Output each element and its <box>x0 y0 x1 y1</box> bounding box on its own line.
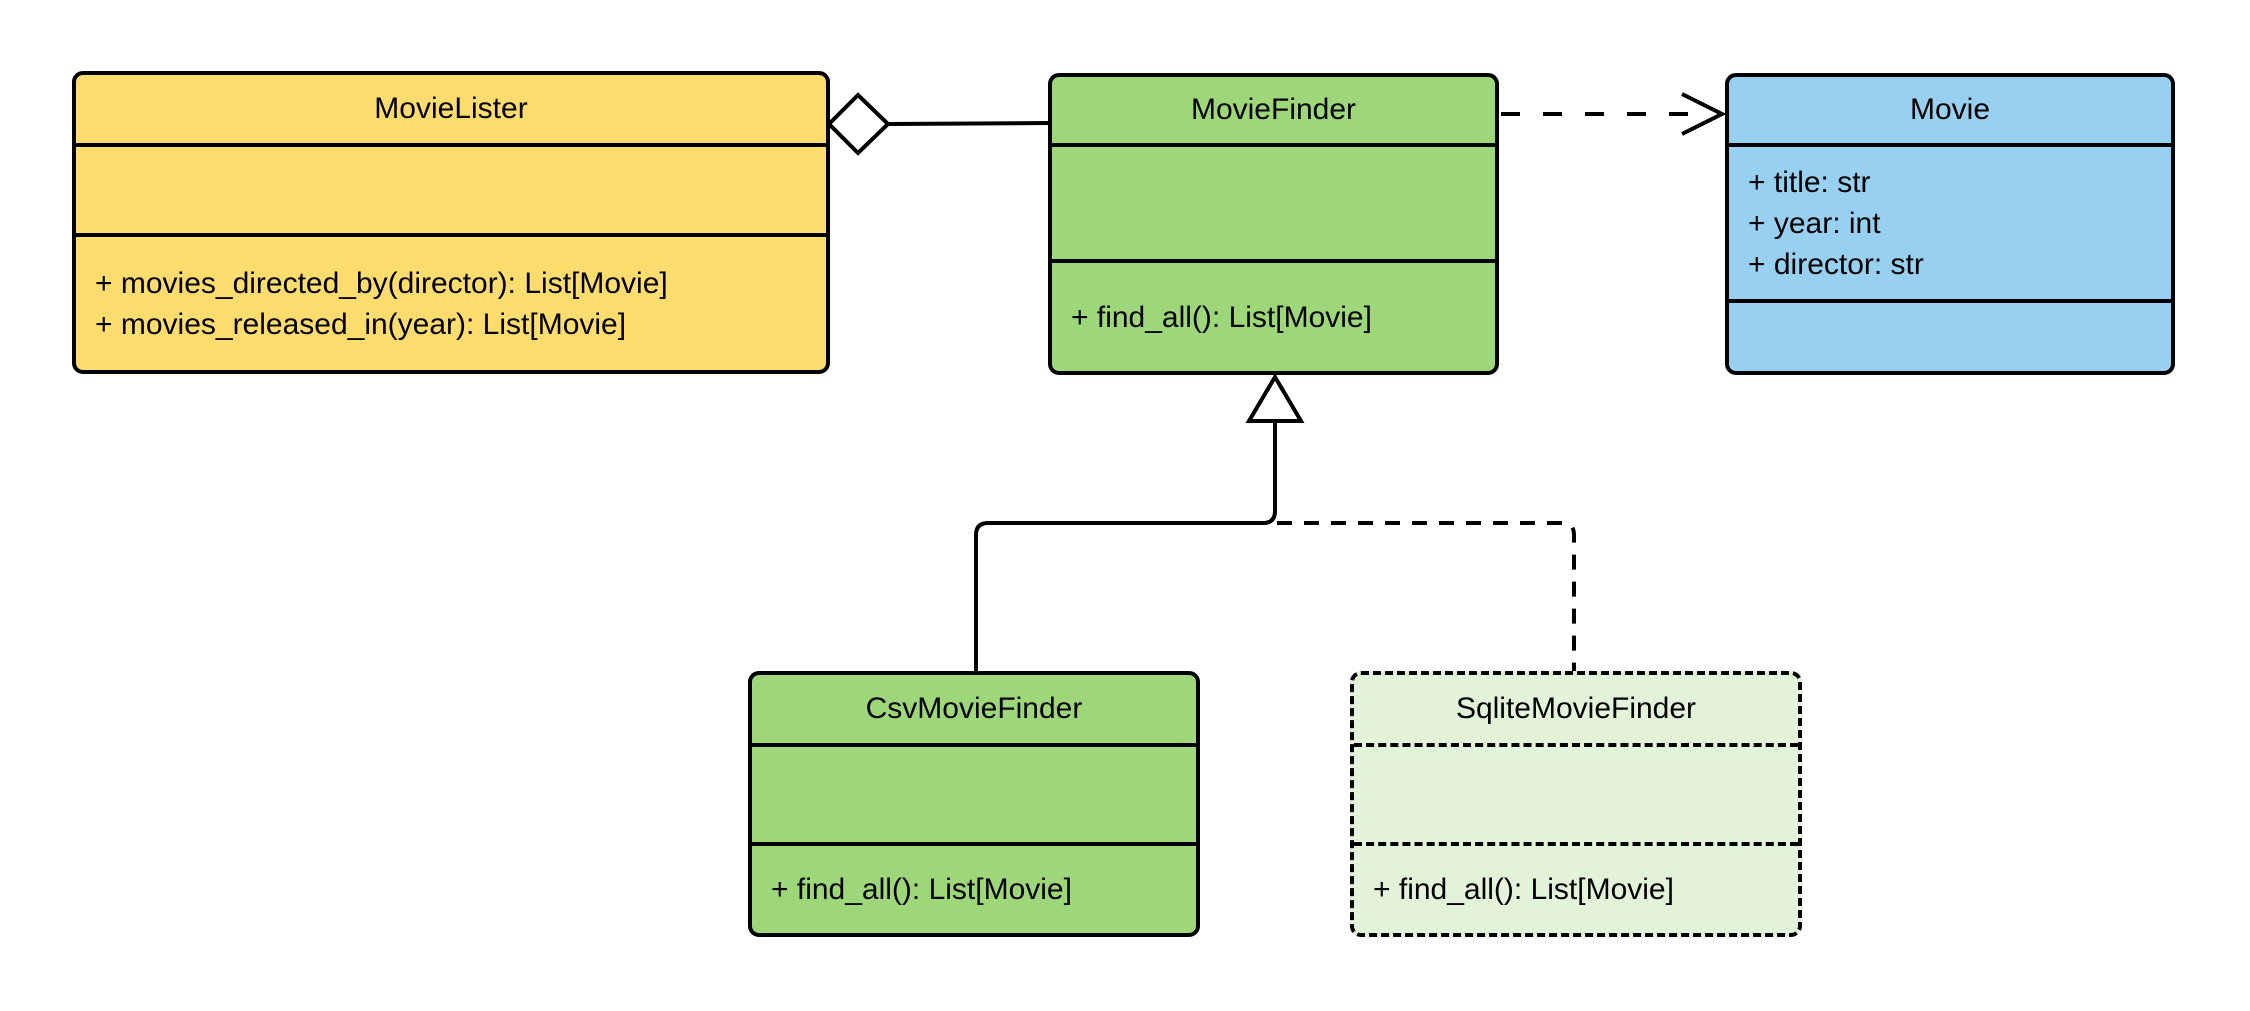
methods-section: + find_all(): List[Movie] <box>1354 842 1798 933</box>
attribute-label: + year: int <box>1748 206 1881 240</box>
attributes-section <box>76 143 826 233</box>
class-box-movie: Movie + title: str + year: int + directo… <box>1725 73 2175 375</box>
method-label: + find_all(): List[Movie] <box>1071 300 1372 334</box>
attributes-section <box>1052 143 1495 259</box>
class-title: SqliteMovieFinder <box>1354 675 1798 743</box>
class-name-label: MovieFinder <box>1190 93 1357 126</box>
methods-section: + movies_directed_by(director): List[Mov… <box>76 233 826 370</box>
attribute-label: + director: str <box>1748 247 1924 281</box>
class-name-label: Movie <box>1909 93 1991 126</box>
method-label: + find_all(): List[Movie] <box>1373 873 1674 906</box>
methods-section: + find_all(): List[Movie] <box>1052 259 1495 371</box>
dependency-open-arrow-icon <box>1681 92 1727 136</box>
method-label: + movies_directed_by(director): List[Mov… <box>95 266 668 300</box>
class-name-label: CsvMovieFinder <box>865 692 1083 725</box>
class-box-sqlitemoviefinder: SqliteMovieFinder + find_all(): List[Mov… <box>1350 671 1802 937</box>
attribute-label: + title: str <box>1748 165 1871 199</box>
inheritance-triangle-icon <box>1245 373 1305 423</box>
methods-section <box>1729 299 2171 371</box>
aggregation-diamond-icon <box>826 92 891 156</box>
class-title: MovieFinder <box>1052 77 1495 143</box>
class-box-moviefinder: MovieFinder + find_all(): List[Movie] <box>1048 73 1499 375</box>
method-label: + find_all(): List[Movie] <box>771 873 1072 906</box>
method-label: + movies_released_in(year): List[Movie] <box>95 307 627 341</box>
class-name-label: SqliteMovieFinder <box>1455 692 1697 725</box>
inheritance-line-csv <box>974 421 1277 671</box>
class-title: Movie <box>1729 77 2171 143</box>
attributes-section <box>752 743 1196 842</box>
attributes-section: + title: str + year: int + director: str <box>1729 143 2171 299</box>
class-title: MovieLister <box>76 75 826 143</box>
class-name-label: MovieLister <box>374 92 528 125</box>
inheritance-line-sqlite <box>1277 521 1576 671</box>
methods-section: + find_all(): List[Movie] <box>752 842 1196 933</box>
aggregation-line <box>887 121 1051 126</box>
class-box-movielister: MovieLister + movies_directed_by(directo… <box>72 71 830 374</box>
class-title: CsvMovieFinder <box>752 675 1196 743</box>
class-box-csvmoviefinder: CsvMovieFinder + find_all(): List[Movie] <box>748 671 1200 937</box>
attributes-section <box>1354 743 1798 842</box>
